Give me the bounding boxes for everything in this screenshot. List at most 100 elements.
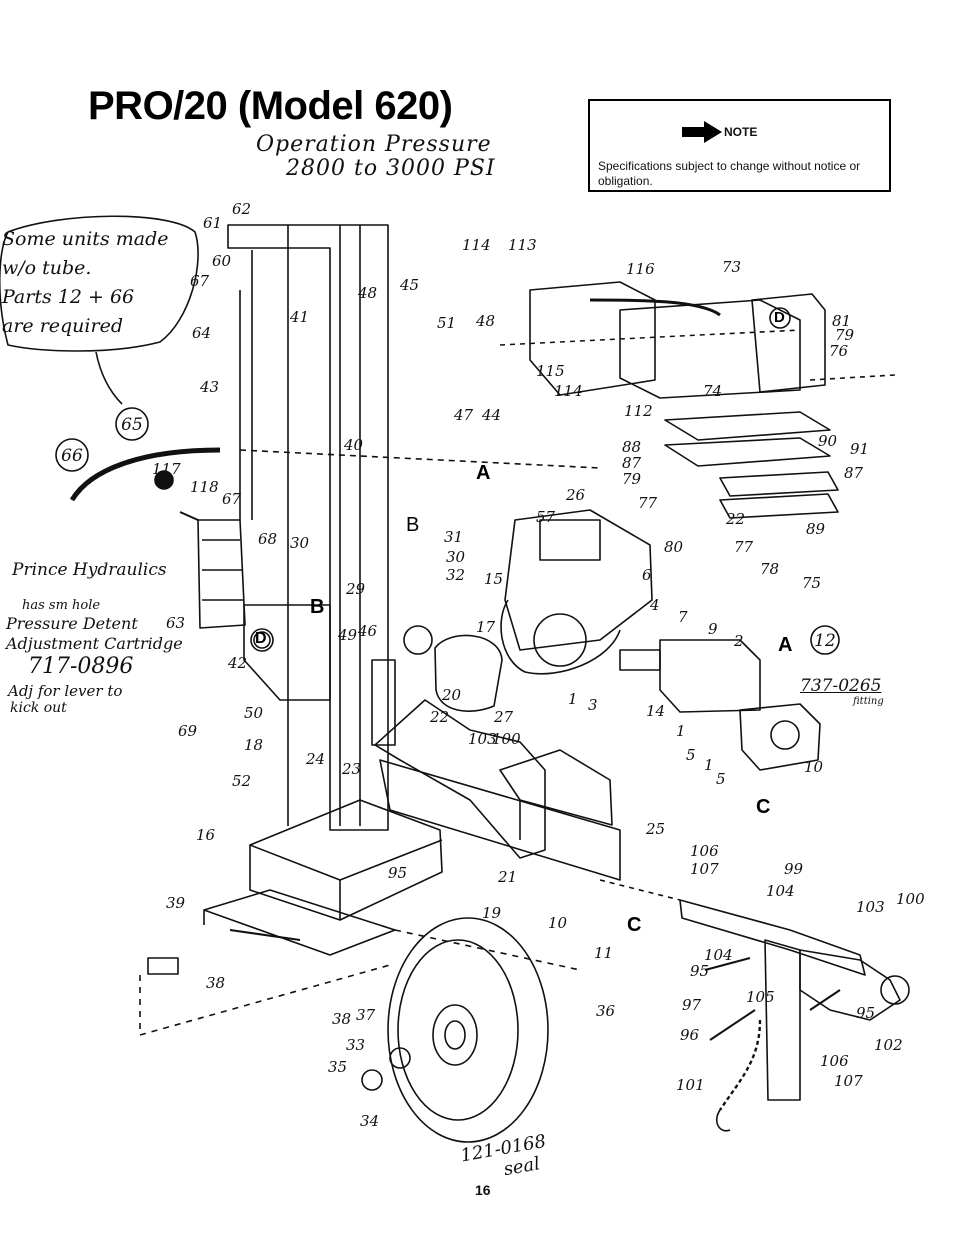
part-label: 100: [492, 730, 521, 748]
adjust-lever-label: Adj for lever to: [8, 682, 123, 700]
part-label: 23: [342, 760, 362, 778]
part-label: 37: [356, 1006, 376, 1024]
part-label: 46: [358, 622, 378, 640]
part-label: 90: [818, 432, 838, 450]
part-label: 106: [820, 1052, 849, 1070]
part-label: 113: [508, 236, 537, 254]
part-label: 104: [766, 882, 795, 900]
part-label: 9: [708, 620, 718, 638]
note-box: NOTE Specifications subject to change wi…: [588, 99, 891, 192]
trailer-tongue: [679, 899, 866, 976]
beam: [379, 759, 621, 881]
section-b-top: B: [406, 514, 420, 536]
part-label: 61: [203, 214, 223, 232]
circled-part-65: 65: [121, 415, 143, 435]
part-label: 6: [642, 566, 652, 584]
part-label: 51: [437, 314, 457, 332]
part-label: 20: [442, 686, 462, 704]
part-label: 7: [678, 608, 688, 626]
pressure-detent-label: Pressure Detent: [6, 614, 138, 633]
part-label: 91: [850, 440, 870, 458]
section-c-filter: C: [627, 914, 642, 936]
section-d-bracket: D: [774, 309, 785, 326]
part-label: 34: [360, 1112, 380, 1130]
part-label: 57: [536, 508, 556, 526]
part-label: 106: [690, 842, 719, 860]
part-label: 5: [686, 746, 696, 764]
adjustment-cartridge-label: Adjustment Cartridge: [6, 634, 183, 653]
part-label: 107: [690, 860, 719, 878]
part-label: 33: [346, 1036, 366, 1054]
callout-line-2: w/o tube.: [2, 257, 92, 279]
part-label: 103: [468, 730, 497, 748]
part-label: 118: [190, 478, 219, 496]
safety-chain: [719, 1019, 762, 1111]
part-label: 100: [896, 890, 925, 908]
section-b-valve: B: [310, 596, 325, 618]
part-label: 47: [454, 406, 474, 424]
part-label: 5: [716, 770, 726, 788]
part-label: 78: [760, 560, 780, 578]
tongue-post: [764, 939, 801, 1101]
part-label: 48: [476, 312, 496, 330]
pump: [739, 703, 821, 771]
part-label: 15: [484, 570, 504, 588]
part-label: 30: [290, 534, 310, 552]
part-label: 2: [734, 632, 744, 650]
section-a-hose: A: [476, 462, 491, 484]
part-label: 42: [228, 654, 248, 672]
filter: [434, 634, 503, 712]
callout-arrow: [95, 351, 123, 405]
hydraulic-hose: [69, 447, 221, 502]
note-label: NOTE: [724, 125, 758, 139]
part-label: 105: [746, 988, 775, 1006]
section-d-column: D: [255, 630, 267, 647]
part-label: 114: [462, 236, 491, 254]
control-valve: [197, 519, 246, 629]
part-label: 104: [704, 946, 733, 964]
part-label: 68: [258, 530, 278, 548]
part-label: 67: [222, 490, 242, 508]
part-label: 25: [646, 820, 666, 838]
part-label: 18: [244, 736, 264, 754]
part-label: 10: [804, 758, 824, 776]
part-label: 64: [192, 324, 212, 342]
part-label: 79: [622, 470, 642, 488]
part-label: 26: [566, 486, 586, 504]
part-label: 97: [682, 996, 702, 1014]
has-hole-label: has sm hole: [22, 598, 101, 613]
circled-part-12: 12: [814, 631, 836, 651]
part-label: 3: [588, 696, 598, 714]
part-label: 22: [726, 510, 746, 528]
part-label: 19: [482, 904, 502, 922]
part-label: 40: [344, 436, 364, 454]
part-label: 38: [332, 1010, 352, 1028]
arrow-right-icon: [682, 121, 722, 143]
part-label: 117: [152, 460, 181, 478]
part-label: 115: [536, 362, 565, 380]
wheel: [387, 917, 549, 1143]
part-label: 45: [400, 276, 420, 294]
top-bracket: [529, 281, 656, 396]
operation-pressure-range: 2800 to 3000 PSI: [286, 156, 496, 181]
callout-line-3: Parts 12 + 66: [2, 286, 135, 308]
note-header: NOTE: [682, 121, 757, 143]
section-c-pump: C: [756, 796, 771, 818]
part-label: 95: [388, 864, 408, 882]
part-label: 77: [638, 494, 658, 512]
part-label: 39: [166, 894, 186, 912]
part-label: 29: [346, 580, 366, 598]
part-label: 76: [829, 342, 849, 360]
part-label: 67: [190, 272, 210, 290]
part-label: 107: [834, 1072, 863, 1090]
part-label: 1: [568, 690, 578, 708]
part-label: 96: [680, 1026, 700, 1044]
section-a-fitting: A: [778, 634, 793, 656]
part-label: 81: [832, 312, 852, 330]
kick-out-label: kick out: [10, 700, 67, 716]
callout-bubble: [0, 215, 199, 352]
part-737-label: 737-0265: [800, 676, 882, 696]
part-label: 17: [476, 618, 496, 636]
page-number: 16: [475, 1182, 491, 1198]
wedge-cylinder: [371, 659, 396, 746]
